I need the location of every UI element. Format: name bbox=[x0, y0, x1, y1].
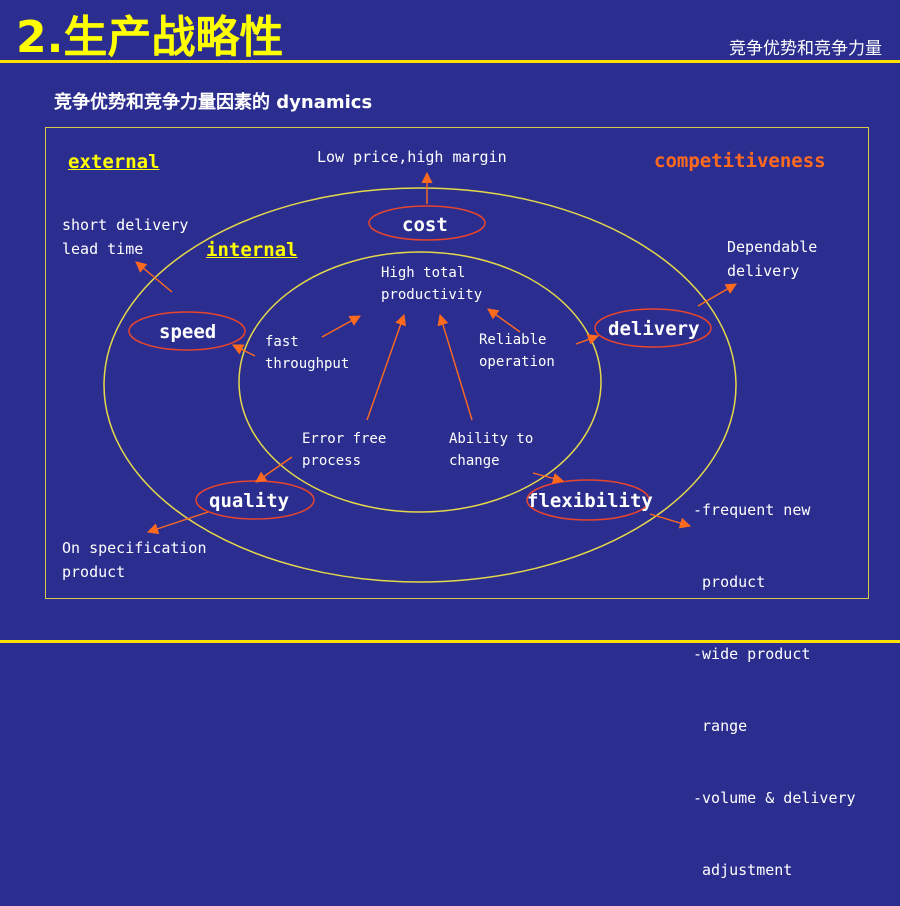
arrow-delivery-external bbox=[697, 283, 737, 307]
bottom-rule bbox=[0, 640, 900, 643]
quality-ellipse bbox=[195, 480, 315, 520]
note-dependable-delivery: Dependable delivery bbox=[727, 238, 818, 280]
cost-ellipse bbox=[368, 205, 486, 241]
arrow-error-to-productivity bbox=[366, 313, 406, 421]
arrow-reliable-to-productivity bbox=[487, 308, 521, 333]
arrow-ability-to-productivity bbox=[437, 313, 473, 421]
note-low-price: Low price,high margin bbox=[317, 148, 507, 166]
arrow-fast-to-speed bbox=[231, 344, 256, 357]
arrow-speed-external bbox=[135, 261, 173, 293]
arrow-ability-to-flexibility bbox=[532, 472, 565, 484]
note-ability-to-change: Ability to change bbox=[449, 431, 534, 469]
diagram-frame bbox=[45, 127, 869, 599]
inner-circle bbox=[238, 251, 602, 513]
slide-topic: 竞争优势和竞争力量 bbox=[729, 39, 882, 59]
arrow-reliable-to-delivery bbox=[575, 334, 600, 345]
arrow-fast-to-productivity bbox=[321, 315, 361, 338]
diagram-graphics bbox=[103, 171, 737, 583]
arrow-error-to-quality bbox=[255, 456, 293, 483]
arrow-flexibility-external bbox=[649, 513, 692, 529]
note-high-total-productivity: High total productivity bbox=[381, 265, 483, 303]
top-rule bbox=[0, 60, 900, 63]
outer-circle bbox=[103, 187, 737, 583]
internal-tag: internal bbox=[206, 239, 298, 261]
note-flexibility-list: -frequent new product -wide product rang… bbox=[693, 501, 856, 879]
note-on-specification: On specification product bbox=[62, 539, 207, 581]
slide-subtitle: 竞争优势和竞争力量因素的 dynamics bbox=[54, 92, 373, 113]
note-short-delivery: short delivery lead time bbox=[62, 216, 189, 258]
speed-ellipse bbox=[128, 311, 246, 351]
node-quality: quality bbox=[209, 490, 290, 512]
arrow-quality-external bbox=[146, 511, 209, 535]
note-fast-throughput: fast throughput bbox=[265, 334, 350, 372]
flexibility-ellipse bbox=[526, 479, 650, 521]
slide-title: 2.生产战略性 bbox=[16, 12, 284, 63]
external-tag: external bbox=[68, 151, 160, 173]
node-speed: speed bbox=[159, 321, 217, 343]
competitiveness-tag: competitiveness bbox=[654, 150, 826, 172]
delivery-ellipse bbox=[594, 308, 712, 348]
node-delivery: delivery bbox=[608, 318, 700, 340]
note-reliable-operation: Reliable operation bbox=[479, 332, 555, 370]
node-flexibility: flexibility bbox=[527, 490, 653, 512]
node-cost: cost bbox=[402, 214, 448, 236]
note-error-free-process: Error free process bbox=[302, 431, 387, 469]
